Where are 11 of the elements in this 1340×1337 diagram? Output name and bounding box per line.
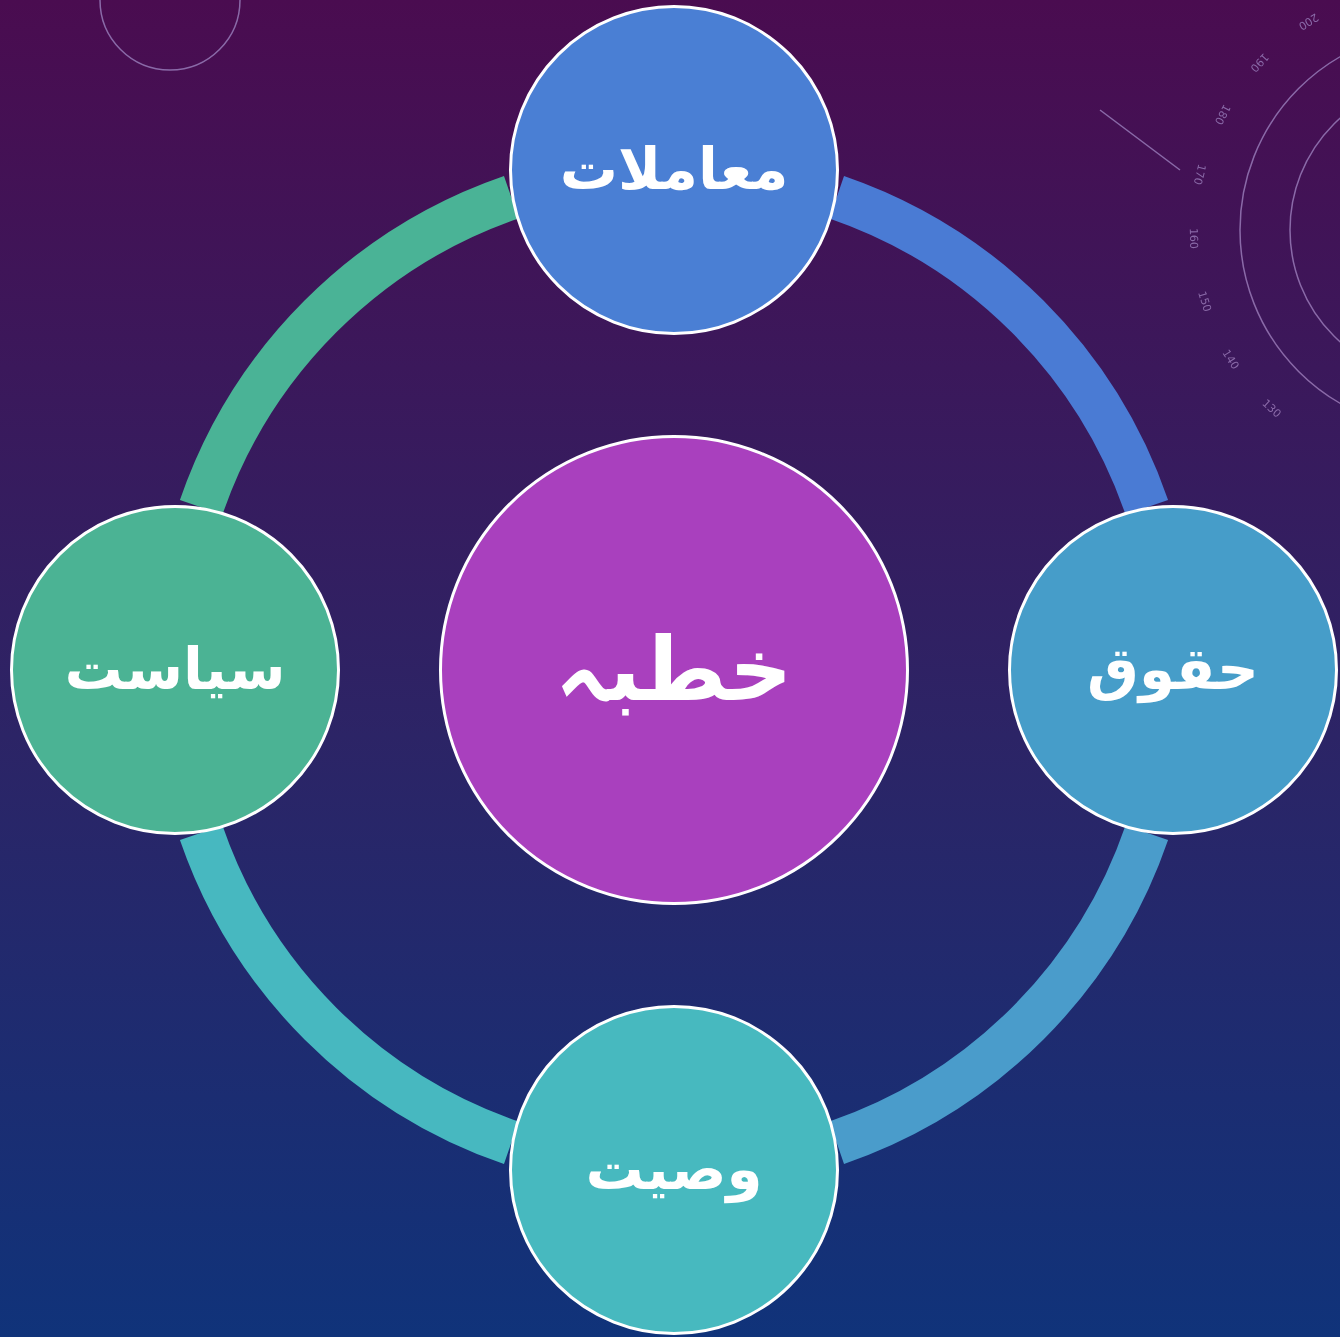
node-label: سیاست bbox=[64, 634, 286, 706]
dial-number: 180 bbox=[1211, 102, 1233, 127]
dial-number: 170 bbox=[1191, 162, 1209, 187]
node-label: خطبہ bbox=[555, 616, 793, 723]
dial-number: 200 bbox=[1296, 10, 1321, 33]
dial-number: 160 bbox=[1186, 227, 1201, 249]
dial-number: 150 bbox=[1194, 289, 1214, 314]
node-label: معاملات bbox=[559, 134, 789, 206]
node-label: حقوق bbox=[1087, 634, 1259, 706]
dial-number: 130 bbox=[1259, 396, 1284, 421]
node-label: وصیت bbox=[585, 1134, 763, 1206]
